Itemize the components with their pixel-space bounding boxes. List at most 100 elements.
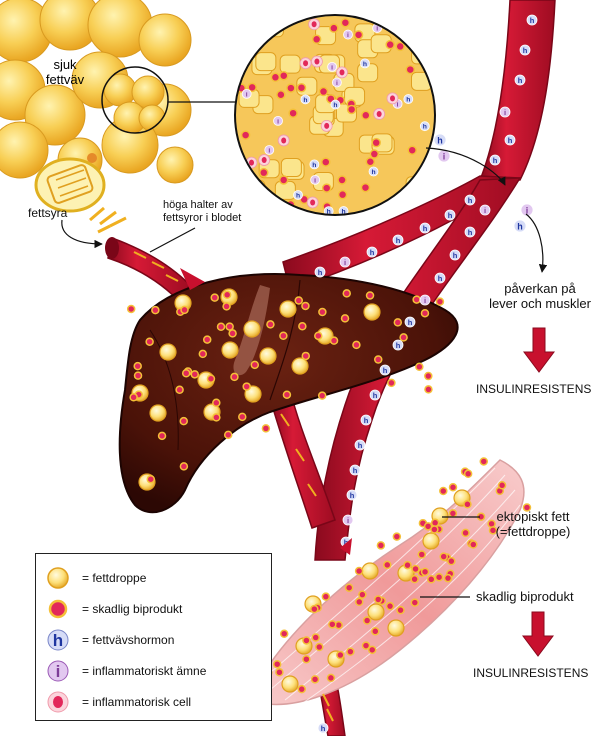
inflammatory-cell-particle: i [241,88,252,99]
byproduct [448,509,458,518]
byproduct [247,82,257,93]
svg-text:h: h [363,61,367,68]
byproduct [238,412,247,422]
byproduct [129,393,138,402]
legend-text-fat-droplet: = fettdroppe [82,571,147,585]
fatty-acid-streak [326,708,334,722]
hormone-cell: h [504,134,516,146]
inflammatory-cell-particle: i [342,514,354,526]
fat-cell [405,176,427,196]
fatty-acid-streak [295,448,305,462]
byproduct [427,575,436,584]
svg-text:i: i [376,26,378,33]
byproduct [399,333,408,342]
byproduct [522,503,532,512]
byproduct [228,329,237,338]
fat-droplet [243,320,261,338]
byproduct [353,30,364,40]
inflammatory-cell [402,196,415,209]
svg-text:h: h [423,224,428,233]
svg-text:h: h [493,156,498,165]
svg-text:h: h [370,248,375,257]
byproduct [311,633,320,642]
byproduct [240,130,251,140]
byproduct [360,182,371,193]
hormone-cell: h [369,389,381,401]
byproduct [434,572,444,582]
hormone-cell: h [434,272,446,284]
byproduct [383,560,392,570]
hormone-cell: h [464,226,476,238]
byproduct [318,86,329,97]
hormone-cell: h [317,722,329,734]
hormone-cell: h [433,133,447,147]
byproduct [439,486,448,496]
byproduct [407,145,417,155]
svg-text:i: i [484,206,486,215]
byproduct [371,627,380,636]
fatty-acid-streak [151,261,165,269]
byproduct [430,525,439,534]
byproduct [296,82,307,93]
hormone-cell: h [449,249,461,261]
byproduct [210,293,219,302]
svg-text:h: h [342,209,346,216]
byproduct [270,72,281,83]
byproduct [328,620,337,629]
fatty-acid-streak [165,274,179,282]
byproduct [126,304,136,314]
svg-text:h: h [530,16,535,25]
byproduct [151,305,160,315]
byproduct [443,573,453,583]
legend-row-fat-droplet: = fettdroppe [46,566,266,590]
label-ectopic-fat-line2: (=fettdroppe) [495,523,571,539]
byproduct [230,372,239,382]
fat-droplet [387,619,405,637]
inflammatory-cell-particle: i [331,77,342,88]
hormone-cell: h [379,364,391,376]
fatty-acid-streak [133,251,147,259]
byproduct [369,149,380,159]
svg-text:i: i [246,91,248,98]
hormone-cell: h [513,219,527,233]
fat-cell [255,52,277,72]
byproduct [314,331,323,341]
legend-row-inflammatory-substance: i = inflammatoriskt ämne [46,659,266,683]
byproduct [420,567,430,577]
label-effect-line2: lever och muskler [489,295,591,311]
svg-text:i: i [443,151,446,161]
hormone-cell: h [526,14,538,26]
vessel-right-top [478,0,556,181]
byproduct [346,104,357,115]
fat-droplet [159,343,177,361]
inflammatory-cell-particle: i [419,294,431,306]
fat-droplet [149,404,167,422]
arrow-fatty-acid [61,219,103,249]
byproduct [488,526,498,535]
svg-text:h: h [312,162,316,169]
byproduct [329,23,339,33]
svg-text:h: h [321,724,326,733]
byproduct [463,500,472,509]
inflammatory-substance-glyph: i [56,662,61,681]
hormone-cell: h [309,159,320,170]
svg-text:i: i [336,80,338,87]
byproduct [355,597,364,607]
byproduct [302,654,311,664]
svg-text:i: i [268,147,270,154]
byproduct [198,349,208,359]
byproduct [326,673,336,683]
svg-text:h: h [408,318,413,327]
pointer-lines [420,147,548,598]
svg-text:h: h [518,76,523,85]
legend: = fettdroppe = skadlig biprodukt h = fet… [35,553,272,721]
byproduct [337,189,348,200]
svg-text:h: h [242,203,246,210]
byproduct [373,595,383,604]
svg-text:h: h [373,391,378,400]
byproduct [340,17,351,28]
fatty-acid-streak [307,483,317,497]
inflammatory-cell-particle: i [264,145,275,155]
byproduct [266,320,275,329]
